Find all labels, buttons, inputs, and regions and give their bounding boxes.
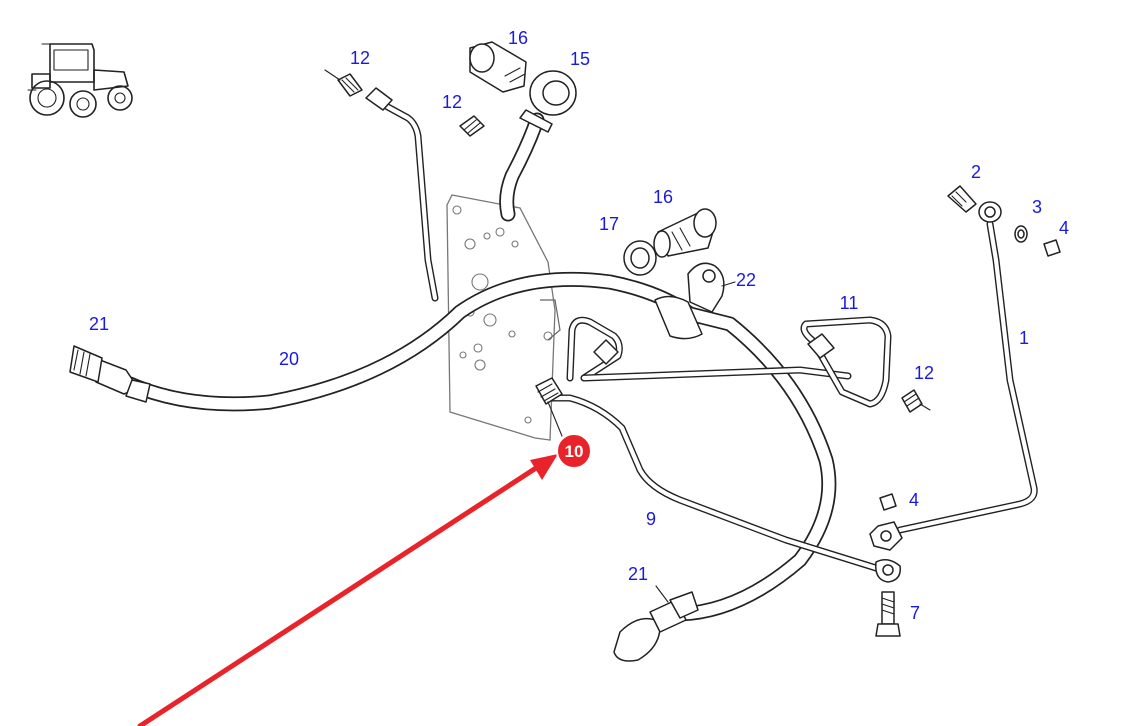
hose-20 (122, 271, 837, 622)
part-label-7: 7 (910, 603, 920, 623)
part-label-4-a: 4 (1059, 218, 1069, 238)
pipe-11 (800, 316, 931, 413)
clamp-22 (687, 262, 725, 313)
part-label-12-b: 12 (442, 92, 462, 112)
pipe-9 (544, 316, 880, 572)
part-label-15: 15 (570, 49, 590, 69)
part-label-1: 1 (1019, 328, 1029, 348)
fitting-21-bottom (613, 591, 699, 662)
part-label-17: 17 (599, 214, 619, 234)
part-label-22: 22 (736, 270, 756, 290)
banjo-bolt-16-top (469, 41, 527, 93)
part-label-20: 20 (279, 349, 299, 369)
pipe-1 (896, 201, 1038, 534)
part-label-11: 11 (840, 293, 859, 313)
fitting-10 (535, 377, 563, 437)
banjo-hose-15 (499, 70, 577, 222)
part-label-4-b: 4 (909, 490, 919, 510)
part-label-2: 2 (971, 162, 981, 182)
mounting-plate (446, 194, 561, 441)
washer-17 (623, 240, 657, 276)
fitting-21-left (69, 345, 151, 403)
banjo-assembly-lower (869, 493, 903, 637)
cap-4-top (1043, 239, 1061, 257)
callout-10: 10 (556, 433, 592, 469)
part-label-21-b: 21 (628, 564, 648, 584)
pipe-12-left (324, 69, 439, 302)
part-label-9: 9 (646, 509, 656, 529)
leader-lines (655, 281, 736, 603)
part-label-12-a: 12 (350, 48, 370, 68)
part-label-12-c: 12 (914, 363, 934, 383)
tractor-icon (27, 43, 133, 118)
part-label-3: 3 (1032, 197, 1042, 217)
part-label-21-a: 21 (89, 314, 109, 334)
part-label-16-b: 16 (653, 187, 673, 207)
red-arrow-pointer (137, 454, 558, 726)
fitting-12-small (459, 115, 485, 137)
bolt-2 (947, 185, 977, 213)
banjo-bolt-16-mid (653, 208, 717, 258)
callout-10-label: 10 (565, 442, 584, 461)
part-number-labels: 12 16 15 12 2 3 4 16 17 22 11 1 21 20 12… (89, 28, 1069, 623)
part-label-16-a: 16 (508, 28, 528, 48)
washer-3 (1014, 225, 1028, 243)
